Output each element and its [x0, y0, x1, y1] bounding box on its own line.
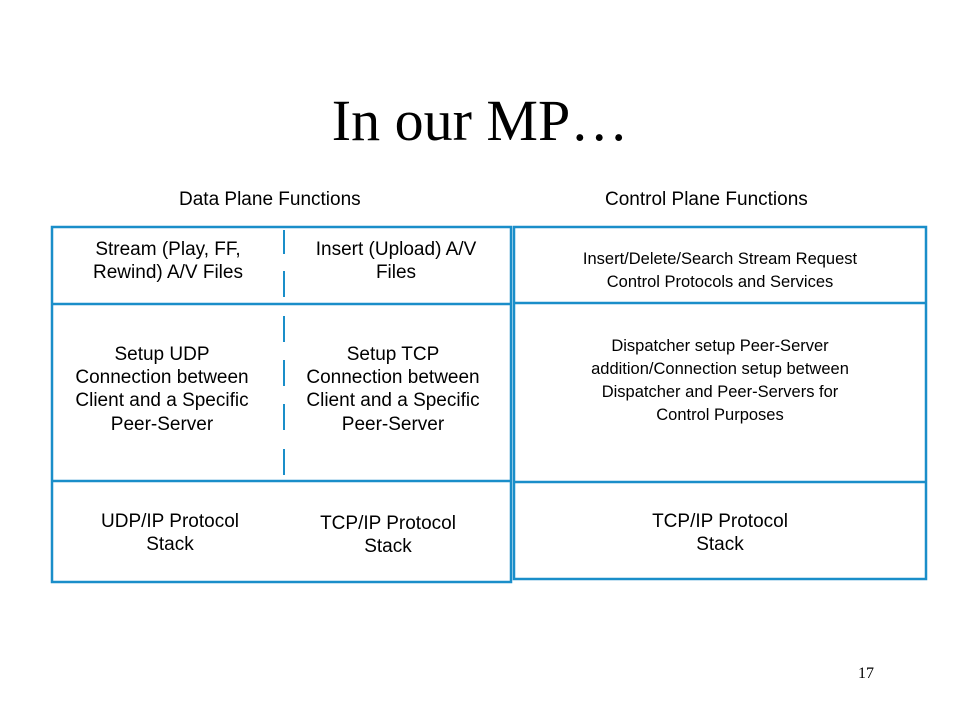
data-plane-row1-left: Stream (Play, FF, Rewind) A/V Files	[93, 239, 243, 284]
page-number: 17	[858, 665, 874, 682]
data-plane-row1-right: Insert (Upload) A/V Files	[315, 239, 477, 284]
control-plane-header: Control Plane Functions	[605, 189, 808, 210]
control-plane-row2: Dispatcher setup Peer-Server addition/Co…	[591, 337, 849, 425]
data-plane-row3-left: UDP/IP Protocol Stack	[101, 511, 239, 556]
control-plane-row1: Insert/Delete/Search Stream Request Cont…	[582, 250, 858, 292]
slide-title: In our MP…	[331, 88, 629, 153]
data-plane-row3-right: TCP/IP Protocol Stack	[320, 513, 456, 558]
data-plane-header: Data Plane Functions	[179, 189, 361, 210]
data-plane-row2-left: Setup UDP Connection between Client and …	[75, 344, 249, 435]
control-plane-row3: TCP/IP Protocol Stack	[652, 511, 788, 556]
data-plane-row2-right: Setup TCP Connection between Client and …	[306, 344, 480, 435]
data-plane-box	[50, 225, 513, 584]
control-plane-box	[512, 225, 928, 581]
